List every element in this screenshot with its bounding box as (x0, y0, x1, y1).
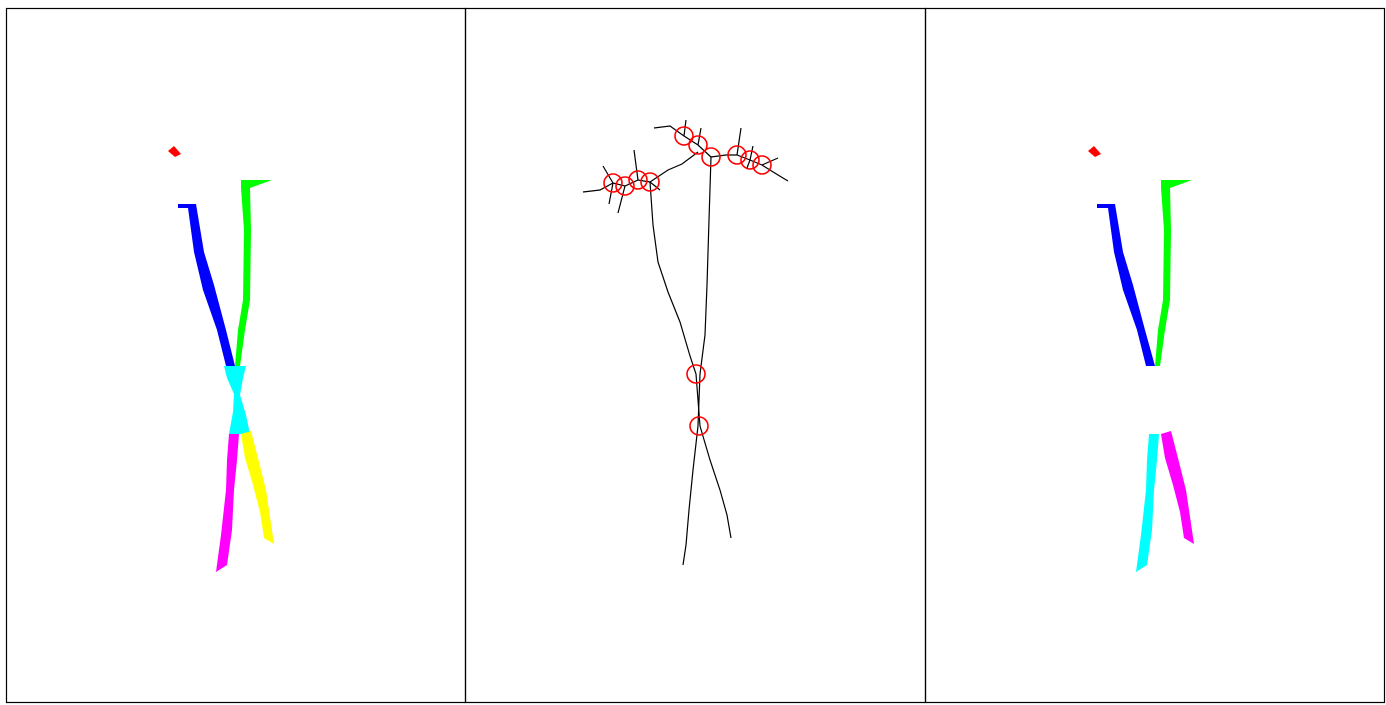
skeleton-spur-2 (608, 182, 614, 205)
merged-segments-panel (1088, 146, 1194, 572)
blue-segment (178, 204, 235, 366)
skeleton-spur-3 (617, 185, 626, 214)
junction-marker (640, 172, 660, 192)
red-fragment (168, 146, 181, 157)
skeleton-branch-lower-left (682, 425, 699, 566)
panel-frame-right (924, 7, 1386, 704)
junction-marker (727, 145, 747, 165)
magenta-segment (1161, 431, 1194, 544)
skeleton-spur-6 (683, 119, 687, 137)
junction-marker (603, 173, 623, 193)
skeleton-spur-8 (736, 127, 742, 156)
cyan-segment (224, 366, 250, 434)
skeleton-spur-9 (749, 145, 754, 161)
skeleton-spur-4 (633, 149, 639, 181)
segmented-skeleton-panel (168, 146, 274, 572)
junction-marker (752, 155, 772, 175)
junction-marker (689, 416, 709, 436)
blue-segment (1097, 204, 1155, 366)
junction-marker (688, 135, 708, 155)
skeleton-spur-5 (649, 181, 661, 191)
panel-frame-middle (464, 7, 927, 704)
skeleton-branch-top-bridge (649, 151, 699, 183)
green-segment (235, 180, 272, 366)
junction-marker (686, 364, 706, 384)
junction-marker (628, 170, 648, 190)
skeleton-branch-lower-right (699, 425, 732, 539)
junction-marker (615, 176, 635, 196)
magenta-segment (216, 434, 239, 572)
skeleton-branch-left-leg (649, 181, 701, 427)
yellow-segment (241, 431, 274, 544)
junction-marker (674, 126, 694, 146)
red-fragment (1088, 146, 1101, 157)
skeleton-junctions-panel (582, 119, 789, 566)
junction-marker (701, 147, 721, 167)
skeleton-spur-1 (602, 165, 614, 184)
skeleton-branch-top-left-arm (582, 179, 651, 193)
green-segment (1155, 180, 1192, 366)
junction-marker (740, 150, 760, 170)
skeleton-spur-11 (746, 159, 751, 169)
cyan-segment (1136, 434, 1159, 572)
skeleton-branch-right-leg (697, 156, 712, 427)
